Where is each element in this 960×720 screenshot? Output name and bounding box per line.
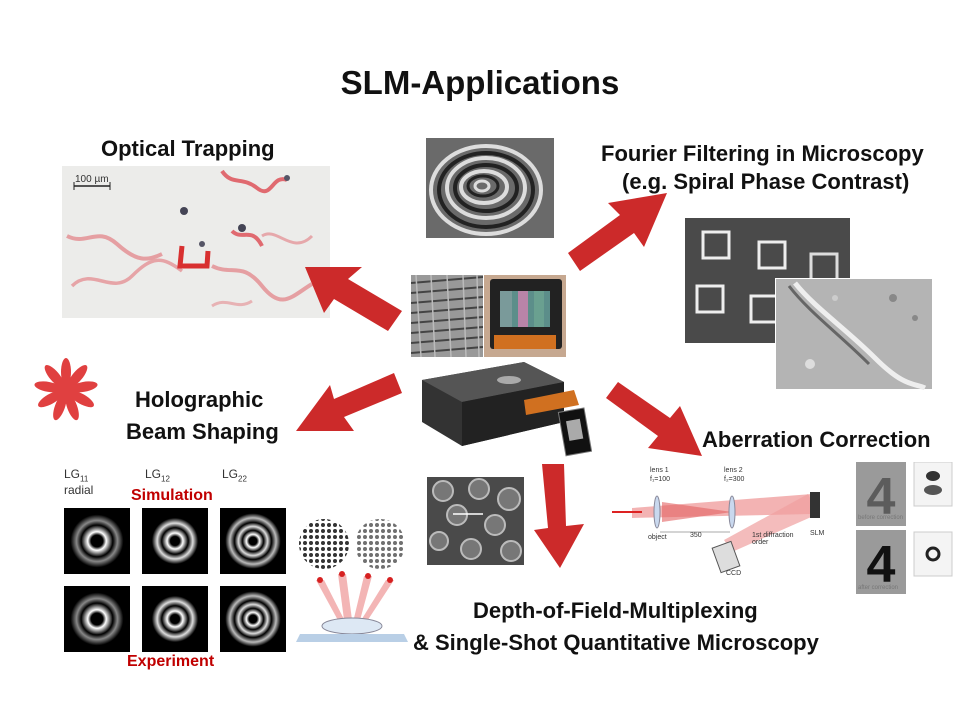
star-beam-image — [34, 358, 98, 421]
mode-label-lg11: LG11 — [64, 467, 89, 484]
arrow-to-fourier — [568, 193, 667, 271]
optical-setup-diagram — [612, 492, 820, 574]
after-correction-label: after correction — [858, 585, 899, 591]
slm-device-photo — [422, 362, 592, 457]
arrow-to-trapping — [305, 267, 402, 331]
arrow-to-depth-of-field — [534, 464, 584, 568]
mode-label-lg22: LG22 — [222, 467, 247, 484]
slm-chip-photo — [484, 275, 566, 357]
page-title: SLM-Applications — [340, 64, 620, 101]
svg-text:4: 4 — [867, 468, 896, 526]
lens1-label: lens 1 — [650, 467, 669, 474]
depth-of-field-label-1: Depth-of-Field-Multiplexing — [473, 598, 758, 623]
ccd-label: CCD — [726, 570, 742, 577]
dot-array-image — [296, 519, 408, 642]
object-label: object — [648, 534, 667, 541]
interferogram-image — [426, 138, 554, 238]
simulation-label: Simulation — [131, 487, 213, 504]
arrow-to-aberration — [606, 382, 702, 456]
diffraction-label: 1st diffraction order — [752, 532, 794, 546]
phase-pattern-image — [411, 275, 483, 357]
blood-cells-image — [427, 477, 524, 565]
aberration-correction-label: Aberration Correction — [702, 427, 931, 452]
fourier-filtering-label-1: Fourier Filtering in Microscopy — [601, 141, 924, 166]
f1-label: f₁=100 — [650, 476, 671, 483]
f2-label: f₂=300 — [724, 476, 745, 483]
lens2-label: lens 2 — [724, 467, 743, 474]
lg-mode-grid — [64, 508, 286, 652]
correction-images: 4 4 — [856, 462, 953, 594]
distance-label: 350 — [690, 532, 702, 539]
optical-trapping-label: Optical Trapping — [101, 136, 275, 161]
spiral-phase-cell-image — [775, 278, 933, 390]
arrow-to-beam-shaping — [296, 373, 402, 431]
slm-label: SLM — [810, 530, 825, 537]
depth-of-field-label-2: & Single-Shot Quantitative Microscopy — [413, 630, 819, 655]
before-correction-label: before correction — [858, 515, 904, 521]
holographic-label-1: Holographic — [135, 387, 264, 412]
fourier-filtering-label-2: (e.g. Spiral Phase Contrast) — [622, 169, 910, 194]
optical-trapping-image — [62, 166, 330, 318]
experiment-label: Experiment — [127, 653, 215, 670]
svg-text:4: 4 — [867, 536, 896, 594]
mode-label-lg12: LG12 — [145, 467, 170, 484]
mode-label-radial: radial — [64, 483, 94, 497]
scalebar-label: 100 µm — [75, 174, 109, 185]
holographic-label-2: Beam Shaping — [126, 419, 279, 444]
